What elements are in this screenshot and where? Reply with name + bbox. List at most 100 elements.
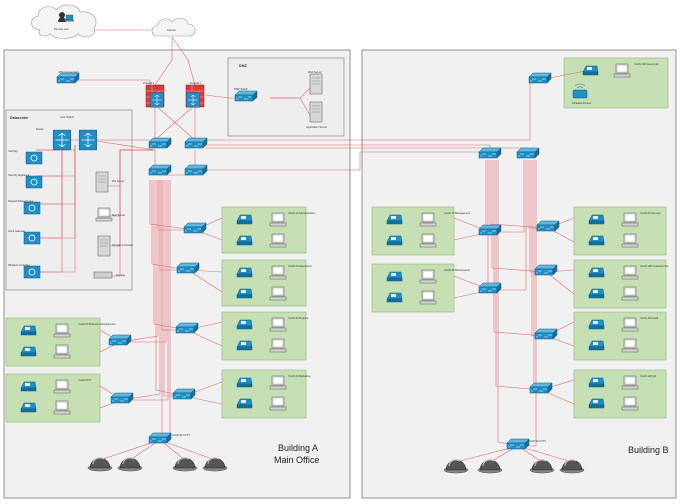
ip-phone-icon xyxy=(20,381,37,392)
access-switch-icon xyxy=(108,334,132,346)
datacenter-title: Datacenter xyxy=(10,116,29,120)
link-line xyxy=(119,180,159,343)
ip-phone-icon xyxy=(588,319,605,330)
ip-phone-icon xyxy=(236,377,253,388)
access-switch-icon xyxy=(478,282,502,294)
link-line xyxy=(122,180,169,401)
datacenter-item-label: File Server xyxy=(112,179,125,183)
vlan-zone xyxy=(573,369,667,419)
internet-label: Internet xyxy=(167,28,176,32)
vlan-zone xyxy=(371,206,455,256)
core-switch-icon xyxy=(148,137,172,149)
desktop-pc-icon xyxy=(53,400,71,415)
desktop-pc-icon xyxy=(269,265,287,280)
ip-phone-icon xyxy=(20,325,37,336)
vpn-concentrator-icon xyxy=(56,72,80,84)
firewall-1-label: Firewall 1 xyxy=(143,81,155,85)
datacenter-item-label: Network Management xyxy=(8,199,34,203)
link-line xyxy=(120,180,167,343)
datacenter-appliance-icon xyxy=(23,201,41,215)
vlan-zone xyxy=(221,369,307,419)
desktop-pc-icon xyxy=(621,233,639,248)
distribution-switch-icon xyxy=(148,164,172,176)
access-switch-icon xyxy=(172,388,196,400)
desktop-pc-icon xyxy=(269,286,287,301)
access-switch-icon xyxy=(529,382,553,394)
web-server-label: Web Server xyxy=(308,70,322,74)
datacenter-item-label: Security Appliance xyxy=(8,173,30,177)
ip-phone-icon xyxy=(588,288,605,299)
vlan-zone xyxy=(221,259,307,307)
vlan-zone xyxy=(221,311,307,361)
ip-phone-icon xyxy=(236,214,253,225)
link-line xyxy=(149,180,196,231)
ip-phone-icon xyxy=(588,235,605,246)
vlan-zone xyxy=(371,263,455,313)
link-line xyxy=(490,160,527,291)
desktop-pc-icon xyxy=(621,212,639,227)
desktop-pc-icon xyxy=(419,212,437,227)
distribution-switch-icon xyxy=(184,164,208,176)
link-line xyxy=(129,439,161,461)
building-b-label: Building B xyxy=(628,445,669,455)
dmz-switch-label: DMZ Switch xyxy=(234,87,249,91)
desktop-pc-icon xyxy=(613,63,631,78)
ip-phone-icon xyxy=(236,235,253,246)
building-a-sublabel: Main Office xyxy=(274,455,319,465)
link-line xyxy=(154,104,196,141)
building-a-label: Building A xyxy=(278,443,318,453)
access-switch-icon xyxy=(506,438,530,450)
zone-label: VLAN 100 Customer Svc xyxy=(640,264,670,268)
vlan-zone xyxy=(573,259,667,309)
ip-phone-icon xyxy=(582,65,599,76)
branch-label: VLAN 130 Guest Lab xyxy=(634,62,659,66)
datacenter-appliance-icon xyxy=(25,151,43,165)
access-switch-icon xyxy=(534,328,558,340)
link-line xyxy=(270,97,311,116)
core-switch-icon xyxy=(478,147,502,159)
link-line xyxy=(36,145,76,273)
datacenter-appliance-icon xyxy=(23,265,41,279)
ip-phone-icon xyxy=(236,398,253,409)
datacenter-item-label: Mail Server xyxy=(112,213,125,217)
storage-icon xyxy=(93,271,113,279)
link-line xyxy=(490,160,525,233)
desktop-pc-icon xyxy=(621,396,639,411)
zone-label: VLAN 110 Audit xyxy=(640,316,658,320)
branch-switch-icon xyxy=(528,72,552,84)
core-switch-label: Core Switch xyxy=(60,115,75,119)
desktop-pc-icon xyxy=(269,212,287,227)
dmz-title: DMZ xyxy=(239,64,248,68)
access-switch-icon xyxy=(183,222,207,234)
datacenter-item-label: Router xyxy=(36,127,44,131)
vlan-zone xyxy=(573,206,667,256)
router-icon xyxy=(186,92,200,108)
app-server-label: Application Server xyxy=(306,125,327,129)
user-laptop-icon xyxy=(58,12,74,22)
datacenter-item-label: Wireless Controller xyxy=(8,263,30,267)
web-server-icon xyxy=(309,73,323,95)
desktop-pc-icon xyxy=(269,233,287,248)
datacenter-item-label: Call Mgr xyxy=(8,149,18,153)
access-switch-icon xyxy=(176,262,200,274)
link-line xyxy=(89,139,156,151)
vlan-zone xyxy=(5,317,101,367)
dmz-switch-icon xyxy=(234,90,258,102)
app-server-icon xyxy=(309,101,323,123)
desktop-pc-icon xyxy=(269,338,287,353)
ip-phone-icon xyxy=(236,267,253,278)
ip-phone-icon xyxy=(386,214,403,225)
link-line xyxy=(205,151,490,171)
ip-phone-icon xyxy=(20,402,37,413)
zone-label: VLAN 10 Administration xyxy=(288,211,316,215)
ip-phone-icon xyxy=(588,214,605,225)
ip-phone-icon xyxy=(588,398,605,409)
desktop-pc-icon xyxy=(621,317,639,332)
core-switch-icon xyxy=(516,147,540,159)
ip-phone-icon xyxy=(386,271,403,282)
branch-sublabel: Wireless Access xyxy=(572,101,592,105)
ip-phone-icon xyxy=(236,340,253,351)
access-switch-icon xyxy=(148,432,172,444)
zone-label: VLAN 20 Operations xyxy=(288,264,312,268)
